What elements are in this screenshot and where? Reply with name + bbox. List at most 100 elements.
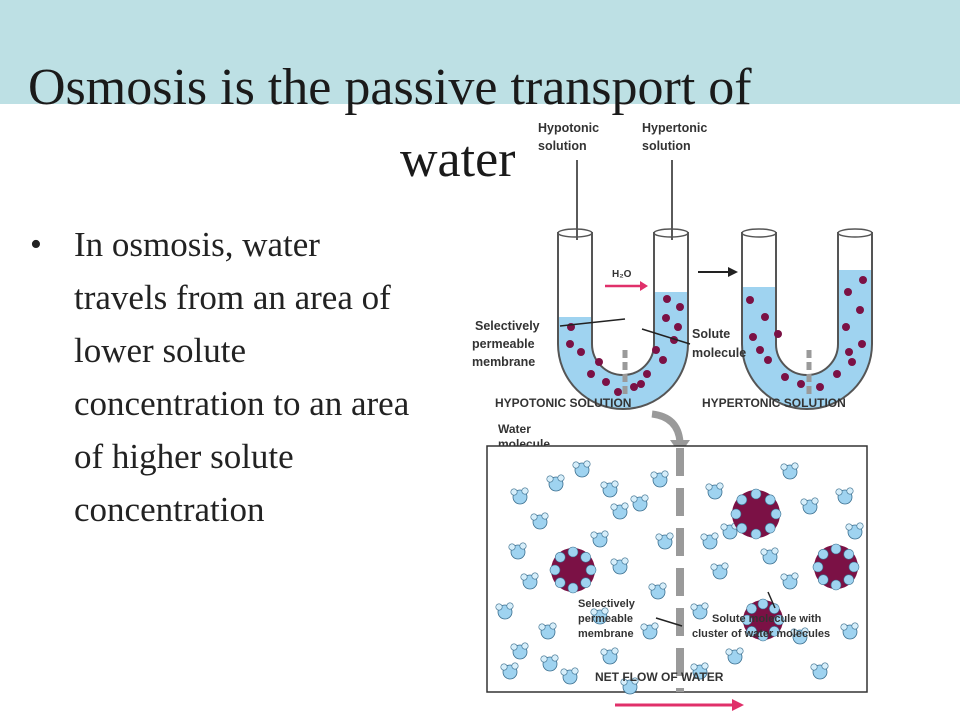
transition-arrowhead [728, 267, 738, 277]
cluster-water-molecule [750, 488, 762, 500]
membrane-pointer [559, 318, 626, 327]
water-molecule [845, 522, 864, 540]
hypotonic-caption: HYPOTONIC SOLUTION [495, 396, 631, 410]
water-molecule [500, 662, 519, 680]
hypotonic-label: Hypotonic [538, 121, 599, 135]
left-solute-dots [566, 295, 684, 396]
bullet-item: In osmosis, water travels from an area o… [74, 225, 410, 529]
cluster-water-molecule [830, 579, 842, 591]
water-molecule [572, 460, 591, 478]
water-molecule [705, 482, 724, 500]
title-band [0, 0, 960, 104]
title-line-1: Osmosis is the passive transport of [28, 59, 752, 116]
cluster-water-molecule [769, 626, 780, 637]
water-molecule [690, 602, 709, 620]
net-flow-arrowhead [732, 699, 744, 711]
cluster-water-molecule [817, 548, 829, 560]
u-tube-right [741, 228, 873, 410]
u-tube-left [557, 228, 689, 410]
water-molecule [520, 572, 539, 590]
water-molecule [620, 677, 639, 695]
solute-label-1: Solute [692, 327, 730, 341]
cluster-water-molecule [585, 564, 597, 576]
hypotonic-label-2: solution [538, 139, 587, 153]
slide-title: Osmosis is the passive transport of wate… [28, 52, 928, 196]
membrane-label-2: permeable [472, 337, 535, 351]
hypertonic-label: Hypertonic [642, 121, 707, 135]
net-flow-label: NET FLOW OF WATER [595, 670, 724, 684]
water-molecule [810, 662, 829, 680]
cluster-label-2: cluster of water molecules [692, 628, 830, 640]
cluster-water-molecule [580, 551, 592, 563]
cluster-water-molecule [817, 574, 829, 586]
hypertonic-label-2: solution [642, 139, 691, 153]
water-molecule [590, 530, 609, 548]
water-molecule [590, 607, 609, 625]
cluster-water-molecule [757, 630, 769, 642]
cluster-water-molecule [812, 561, 824, 573]
water-molecule [508, 542, 527, 560]
hypertonic-caption: HYPERTONIC SOLUTION [702, 396, 846, 410]
water-molecule [600, 480, 619, 498]
water-molecule [538, 622, 557, 640]
osmosis-diagram: Hypotonic solution Hypertonic solution H… [472, 121, 873, 711]
cluster-water-molecule [746, 626, 757, 637]
inner-membrane-label-2: permeable [578, 613, 633, 625]
title-line-2: water [400, 131, 516, 188]
cluster-water-molecule [567, 546, 579, 558]
cluster-water-molecules [549, 488, 860, 642]
water-molecule [655, 532, 674, 550]
water-molecules [495, 460, 864, 695]
cluster-water-molecule [741, 614, 753, 626]
cluster-water-molecule [746, 603, 757, 614]
water-molecule [495, 602, 514, 620]
water-molecule [610, 502, 629, 520]
cluster-water-molecule [843, 574, 855, 586]
water-molecule [790, 627, 809, 645]
water-molecule [540, 654, 559, 672]
water-molecule [835, 487, 854, 505]
inner-membrane-pointer [655, 617, 683, 627]
water-molecule [510, 487, 529, 505]
cluster-water-molecule [549, 564, 561, 576]
water-molecule [640, 622, 659, 640]
water-molecule [690, 662, 709, 680]
bullet-marker: • [30, 226, 42, 263]
cluster-water-molecule [843, 548, 855, 560]
inner-membrane-label-3: membrane [578, 628, 634, 640]
cluster-water-molecule [554, 551, 566, 563]
cluster-water-molecule [848, 561, 860, 573]
water-molecule [600, 647, 619, 665]
water-molecule [650, 470, 669, 488]
cluster-pointer [767, 591, 776, 609]
right-solute-dots [746, 276, 867, 391]
cluster-label-1: Solute molecule with [712, 613, 822, 625]
water-molecule [546, 474, 565, 492]
water-label-1: Water [498, 422, 531, 436]
water-molecule [610, 557, 629, 575]
cluster-water-molecule [736, 494, 748, 506]
cluster-water-molecule [736, 522, 748, 534]
water-molecule [725, 647, 744, 665]
h2o-arrowhead [640, 281, 648, 291]
cluster-water-molecule [580, 577, 592, 589]
cluster-water-molecule [830, 543, 842, 555]
water-molecule [800, 497, 819, 515]
cluster-water-molecule [764, 494, 776, 506]
water-molecule [560, 667, 579, 685]
cluster-water-molecule [773, 614, 785, 626]
membrane-label-3: membrane [472, 355, 535, 369]
water-molecule [840, 622, 859, 640]
zoom-arrow [651, 410, 684, 443]
membrane-label-1: Selectively [475, 319, 540, 333]
water-molecule [760, 547, 779, 565]
water-molecule [530, 512, 549, 530]
cluster-water-molecule [730, 508, 742, 520]
solute-label-2: molecule [692, 346, 746, 360]
cluster-water-molecule [764, 522, 776, 534]
water-molecule [780, 572, 799, 590]
water-molecule [630, 494, 649, 512]
inner-membrane-label-1: Selectively [578, 598, 636, 610]
h2o-label: H₂O [612, 269, 632, 280]
solute-pointer [641, 328, 691, 345]
